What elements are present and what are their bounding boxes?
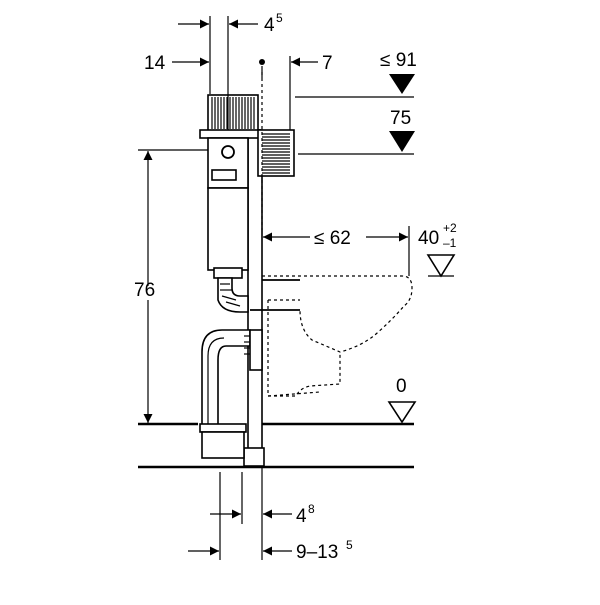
level-marker-40 bbox=[426, 254, 456, 278]
flush-bend bbox=[217, 277, 249, 313]
cistern-top bbox=[199, 94, 295, 177]
dim-4-8-sup: 8 bbox=[308, 502, 315, 516]
level-marker-91 bbox=[389, 74, 415, 94]
frame-rail bbox=[247, 129, 263, 467]
waste-collar bbox=[199, 423, 247, 433]
dim-76-value: 76 bbox=[134, 280, 155, 301]
dim-40-value: 40 bbox=[418, 228, 439, 249]
dim-0-value: 0 bbox=[396, 376, 407, 397]
dim-0: 0 bbox=[387, 376, 417, 424]
axis-mark bbox=[259, 59, 265, 230]
flush-rib-3 bbox=[221, 295, 237, 301]
dim-7-value: 7 bbox=[322, 53, 333, 74]
dim-9-13-5-value: 9–13 bbox=[296, 542, 338, 563]
dim-40-tol-minus: –1 bbox=[443, 236, 457, 250]
dim-le-62: ≤ 62 bbox=[263, 226, 410, 276]
wc-bowl-outline bbox=[262, 275, 413, 397]
cistern-top-hatching bbox=[211, 97, 255, 129]
dim-75: 75 bbox=[389, 108, 415, 152]
flush-rib-4 bbox=[225, 301, 241, 307]
dim-76: 76 bbox=[134, 149, 208, 423]
cistern-outlet bbox=[213, 267, 243, 279]
dim-le-91-value: ≤ 91 bbox=[380, 50, 417, 71]
dim-40: 40 +2 –1 bbox=[418, 221, 457, 278]
dim-4-8-value: 4 bbox=[296, 506, 307, 527]
waste-connector bbox=[201, 431, 245, 459]
valve-slot bbox=[211, 169, 237, 181]
side-box bbox=[257, 129, 295, 177]
axis-dot bbox=[259, 59, 265, 65]
dim-7: 7 bbox=[289, 53, 333, 130]
valve-circle bbox=[221, 145, 235, 159]
dim-9-13-5-sup: 5 bbox=[346, 538, 353, 552]
wc-bowl-body bbox=[267, 300, 341, 397]
waste-elbow bbox=[201, 329, 251, 427]
cistern-lower bbox=[207, 187, 249, 271]
wc-bowl-base bbox=[267, 391, 321, 397]
waste-elbow-inner bbox=[207, 337, 225, 426]
level-marker-75 bbox=[389, 131, 415, 152]
wc-bowl-top bbox=[262, 275, 413, 353]
dim-4-5-value: 4 bbox=[264, 15, 275, 36]
mounting-frame bbox=[243, 129, 300, 467]
dim-4-5: 4 5 bbox=[178, 11, 283, 130]
level-marker-0 bbox=[387, 401, 417, 424]
dim-14: 14 bbox=[144, 53, 209, 74]
waste-clamp bbox=[249, 329, 263, 371]
cistern-ledge bbox=[199, 129, 261, 139]
dim-40-tol-plus: +2 bbox=[443, 221, 457, 235]
dim-9-13-5: 9–13 5 bbox=[188, 472, 353, 563]
dim-75-value: 75 bbox=[390, 108, 411, 129]
waste-pipe bbox=[199, 309, 300, 459]
side-box-hatching bbox=[262, 133, 290, 174]
dim-14-value: 14 bbox=[144, 53, 166, 74]
dim-le-91: ≤ 91 bbox=[380, 50, 417, 94]
frame-foot bbox=[243, 447, 265, 467]
cistern-body bbox=[207, 137, 249, 279]
dim-le-62-value: ≤ 62 bbox=[314, 228, 351, 249]
dim-4-5-sup: 5 bbox=[276, 11, 283, 25]
floor-lines bbox=[138, 96, 414, 469]
dim-4-8: 4 8 bbox=[210, 468, 315, 560]
flush-pipe bbox=[217, 277, 249, 313]
